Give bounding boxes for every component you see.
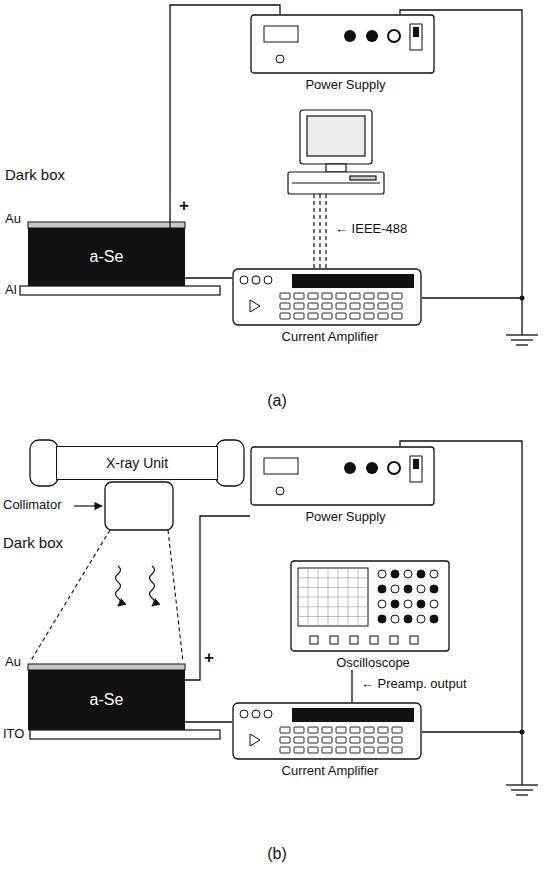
node-label: Power Supply bbox=[250, 77, 441, 92]
ito-substrate bbox=[30, 730, 220, 739]
leader-arrow bbox=[74, 505, 102, 506]
node-label: Power Supply bbox=[250, 509, 441, 524]
ground-wire bbox=[422, 297, 522, 298]
a-se-layer: a-Se bbox=[28, 670, 185, 730]
electrode-label: Al bbox=[4, 283, 18, 298]
computer bbox=[288, 110, 384, 194]
ground-wire bbox=[422, 731, 522, 732]
cable-label: ← IEEE-488 bbox=[334, 222, 408, 237]
ps-drawing bbox=[250, 446, 435, 506]
a-se-layer: a-Se bbox=[28, 228, 185, 286]
power-supply: Power Supply bbox=[250, 14, 441, 92]
x-ray-wave bbox=[116, 566, 155, 606]
power-supply: Power Supply bbox=[250, 446, 441, 524]
ground-symbol bbox=[506, 785, 538, 795]
tube-end-cap bbox=[216, 440, 244, 486]
tube-end-cap bbox=[30, 440, 58, 486]
panel-label: (a) bbox=[262, 392, 292, 410]
node-label: a-Se bbox=[90, 691, 124, 709]
ground-symbol bbox=[506, 335, 538, 345]
electrode-label: Au bbox=[4, 655, 22, 670]
amp-drawing bbox=[232, 268, 422, 326]
x-ray-unit: X-ray Unit bbox=[56, 446, 218, 480]
signal-label: ← Preamp. output bbox=[360, 677, 468, 692]
node-label: Oscilloscope bbox=[290, 655, 456, 670]
amp-drawing bbox=[232, 702, 422, 760]
node-label: Current Amplifier bbox=[232, 329, 428, 344]
collimator bbox=[105, 482, 173, 530]
part-label: Collimator bbox=[2, 498, 63, 513]
junction-dot bbox=[520, 730, 525, 735]
wire bbox=[185, 516, 250, 680]
polarity-sign: + bbox=[178, 196, 190, 216]
current-amplifier: Current Amplifier bbox=[232, 702, 428, 778]
ps-drawing bbox=[250, 14, 435, 74]
current-amplifier: Current Amplifier bbox=[232, 268, 428, 344]
wire bbox=[185, 277, 232, 278]
electrode-label: ITO bbox=[2, 727, 25, 742]
polarity-sign: + bbox=[203, 648, 215, 668]
wire bbox=[185, 721, 232, 722]
node-label: X-ray Unit bbox=[106, 455, 168, 471]
box-label: Dark box bbox=[4, 166, 66, 183]
node-label: Current Amplifier bbox=[232, 763, 428, 778]
electrode-label: Au bbox=[4, 212, 22, 227]
wire bbox=[351, 670, 352, 702]
ieee-488-cable bbox=[314, 194, 326, 268]
al-substrate bbox=[20, 286, 220, 295]
panel-label: (b) bbox=[262, 845, 292, 863]
junction-dot bbox=[520, 296, 525, 301]
box-label: Dark box bbox=[2, 534, 64, 551]
osc-drawing bbox=[290, 560, 450, 652]
node-label: a-Se bbox=[90, 248, 124, 266]
oscilloscope: Oscilloscope bbox=[290, 560, 456, 670]
